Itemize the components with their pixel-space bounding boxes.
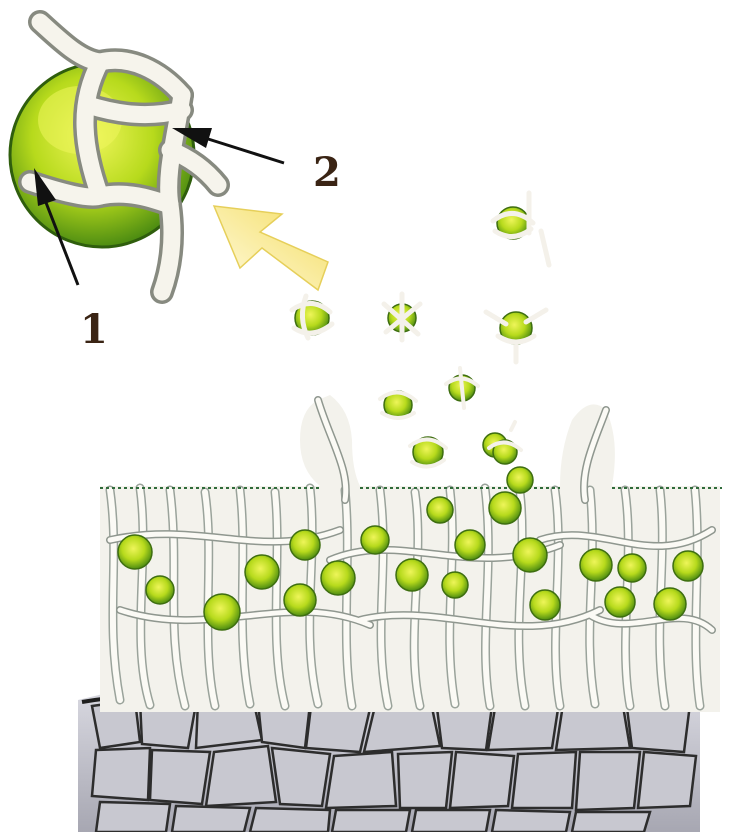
soredium — [410, 437, 446, 467]
enlarged-soredium — [10, 22, 218, 292]
soredium — [384, 294, 420, 340]
yellow-arrow-icon — [214, 206, 328, 290]
soredium — [486, 310, 546, 362]
label-2: 2 — [313, 153, 341, 193]
soredium — [292, 296, 332, 338]
label-1: 1 — [80, 310, 108, 350]
soredium — [493, 193, 549, 265]
soredium — [446, 368, 478, 408]
lichen-thallus — [100, 395, 722, 712]
soredium — [489, 422, 521, 464]
soredium — [380, 391, 416, 419]
